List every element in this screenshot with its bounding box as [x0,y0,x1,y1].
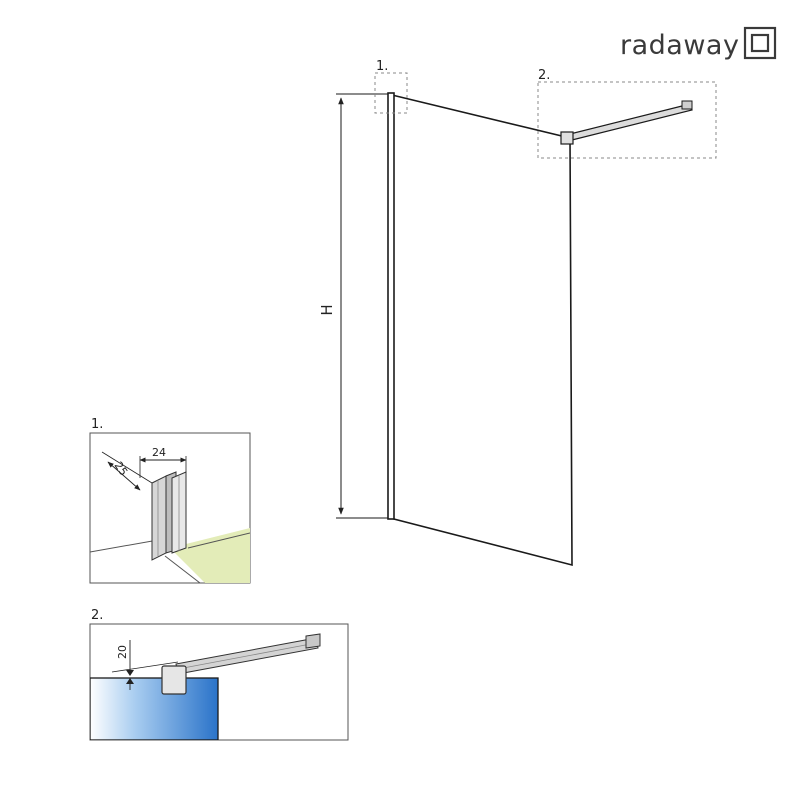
brand-logo: radaway [620,26,777,61]
callout-1-label: 1. [376,59,388,74]
callout-2-label: 2. [538,68,550,83]
detail-2-glass-panel [90,677,219,740]
brand-square-icon [743,26,777,60]
height-label: H [318,304,336,315]
callout-2: 2. [537,68,717,159]
glass-panel [389,93,573,567]
detail-1-title: 1. [91,417,103,432]
detail-1-dim-24: 24 [152,446,166,459]
detail-1-profile [151,475,167,561]
brand-wordmark: radaway [620,30,739,61]
detail-1: 1. 24 25 [89,417,251,584]
detail-2-dim-20: 20 [116,645,129,659]
height-dimension: H [318,93,388,519]
floor-surface [170,528,250,583]
detail-2-title: 2. [91,608,103,623]
detail-2: 2. 20 [89,608,349,741]
wall-profile [387,92,395,520]
main-panel-drawing: H 1. 2. [318,59,717,567]
stabilizer-bar [560,100,693,145]
callout-1: 1. [374,59,408,114]
detail-2-clamp [161,665,187,695]
